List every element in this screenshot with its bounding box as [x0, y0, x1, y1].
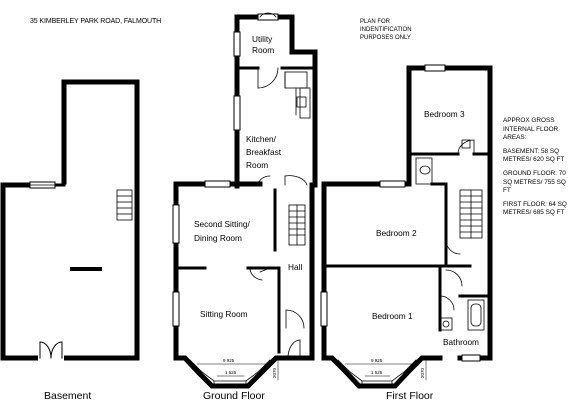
- plan-disclaimer: PLAN FOR INDENTIFICATION PURPOSES ONLY: [360, 19, 412, 41]
- ground-bay-inner-dim: 1 525: [225, 370, 237, 375]
- ground-bay-window: [189, 359, 271, 387]
- basement-double-door: [38, 341, 64, 362]
- utility-door-arc: [259, 12, 277, 18]
- landing-wc: [415, 157, 433, 185]
- dining-side-window: [172, 204, 180, 244]
- basement-stairs: [116, 189, 133, 221]
- sitting-side-window: [172, 291, 180, 327]
- basement-plan: [0, 79, 140, 362]
- caption-ground-floor: Ground Floor: [203, 390, 265, 402]
- first-bay-outer-dim: 9 925: [371, 358, 383, 363]
- room-label-sitting: Sitting Room: [200, 309, 248, 319]
- bedroom3-window: [424, 64, 446, 72]
- room-label-utility: Utility Room: [252, 34, 275, 55]
- first-bay-dim: [344, 359, 427, 381]
- caption-first-floor: First Floor: [386, 390, 434, 402]
- floor-areas-title: APPROX GROSS INTERNAL FLOOR AREAS:: [503, 117, 559, 142]
- ground-doors: [249, 267, 305, 359]
- utility-window-left: [233, 31, 241, 57]
- basement-area: BASEMENT: 58 SQ METRES/ 620 SQ FT: [503, 147, 565, 164]
- room-label-bathroom: Bathroom: [443, 337, 479, 347]
- first-doors: [439, 239, 463, 311]
- first-back-window: [379, 180, 406, 188]
- ground-bay-outer-dim: 9 925: [223, 358, 235, 363]
- room-label-second-sitting: Second Sitting/ Dining Room: [194, 219, 250, 243]
- room-label-bedroom3: Bedroom 3: [424, 109, 465, 119]
- kitchen-window: [233, 95, 241, 131]
- first-bay-inner-dim: 1 525: [371, 370, 383, 375]
- first-floor-plan: [320, 64, 493, 389]
- kitchen-units: [284, 71, 311, 119]
- ground-bay-dim: [196, 359, 279, 381]
- ground-floor-plan: [172, 12, 318, 389]
- first-side-dim: 2070: [420, 367, 425, 378]
- first-side-window: [320, 291, 328, 327]
- ground-outer-wall: [173, 181, 315, 389]
- first-floor-area: FIRST FLOOR: 64 SQ METRES/ 685 SQ FT: [503, 200, 567, 217]
- ground-side-dim: 2070: [272, 367, 277, 378]
- ground-back-window: [204, 180, 231, 188]
- caption-basement: Basement: [44, 390, 92, 402]
- property-address: 35 KIMBERLEY PARK ROAD, FALMOUTH: [30, 18, 162, 25]
- room-label-kitchen: Kitchen/ Breakfast Room: [246, 134, 282, 170]
- utility-skylight: [257, 13, 279, 21]
- room-label-bedroom1: Bedroom 1: [372, 311, 413, 321]
- bathroom-fittings: [440, 299, 485, 331]
- utility-room-walls: [234, 14, 318, 71]
- ground-stairs: [288, 204, 306, 246]
- room-label-hall: Hall: [288, 262, 303, 272]
- utility-room-door: [257, 67, 279, 89]
- room-label-bedroom2: Bedroom 2: [376, 228, 417, 238]
- basement-beam: [70, 267, 102, 271]
- kitchen-hall-door: [257, 175, 308, 186]
- bathroom-window: [461, 354, 481, 362]
- bedroom3-door: [457, 139, 475, 155]
- first-bay-window: [337, 359, 417, 387]
- ground-floor-area: GROUND FLOOR: 70 SQ METRES/ 755 SQ FT: [503, 169, 566, 195]
- basement-outer-wall: [0, 79, 140, 361]
- floor-areas-panel: APPROX GROSS INTERNAL FLOOR AREAS: BASEM…: [503, 117, 573, 223]
- first-stairs: [459, 189, 483, 239]
